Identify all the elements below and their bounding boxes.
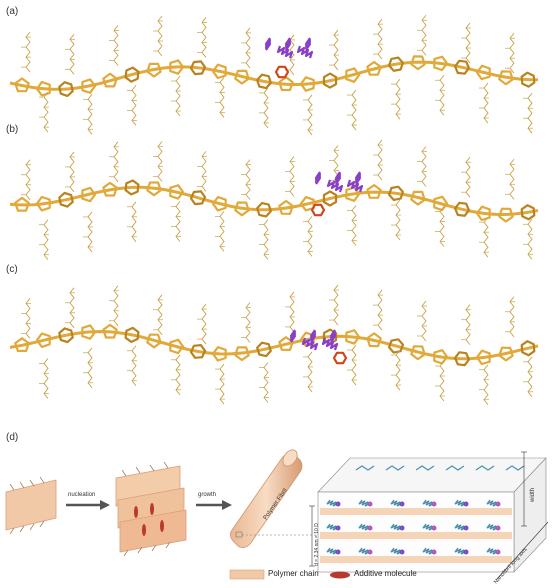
growth-arrow [196,500,232,510]
width-label: width [530,488,536,503]
additive-molecule-a [264,37,314,79]
nucleation-arrow [66,500,110,510]
legend-additive-molecule: Additive molecule [354,569,417,578]
polymer-backbone-a [9,14,539,136]
width-marker [521,451,527,527]
polymer-backbone-c [9,284,539,406]
panel-label-c: (c) [6,264,18,275]
legend-additive-swatch [330,571,350,579]
additive-molecule-b [310,171,364,217]
nucleation-label: nucleation [68,492,95,498]
long-axis-marker [495,521,549,581]
panel-label-b: (b) [6,124,19,135]
legend-polymer-swatch [229,569,265,580]
panel-label-a: (a) [6,6,19,17]
legend-polymer-chain: Polymer chain [268,569,319,578]
stacked-ribbons [115,461,187,557]
growth-label: growth [198,492,216,498]
panel-label-d: (d) [6,432,19,443]
polymer-backbone-b [9,139,539,261]
nanofibril-crystal-box [317,457,547,573]
d-spacing-marker [309,505,315,567]
polymer-fibril [230,449,318,548]
single-ribbon [5,476,57,535]
d-spacing-label: d = 2.34 nm = 10 D [314,523,320,566]
additive-molecule-c [289,329,348,365]
